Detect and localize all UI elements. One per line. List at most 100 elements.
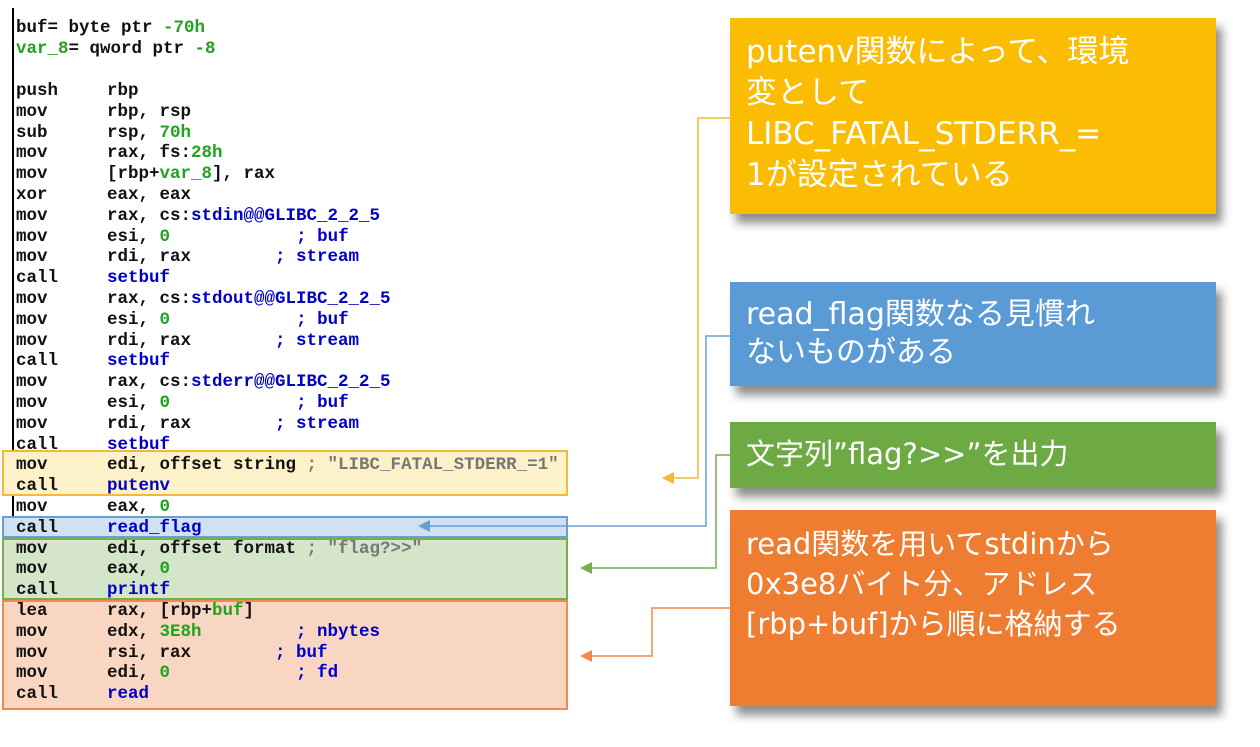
instruction-mnemonic: push [16,81,59,101]
instruction-mnemonic: call [16,684,59,705]
instruction-operand: eax, eax [107,184,192,205]
instruction-operand: setbuf [107,351,171,372]
instruction-operand: ; stream [275,413,360,434]
instruction-line: mov esi, 0 ; buf [16,227,559,248]
instruction-operand: 0 [159,309,171,330]
callout-putenv: putenv関数によって、環境 変として LIBC_FATAL_STDERR_=… [730,18,1216,214]
instruction-operand: rsi, rax [107,642,276,663]
instruction-line: xor eax, eax [16,185,559,206]
instruction-mnemonic: mov [16,642,48,663]
asm-token: -70h [163,18,206,38]
instruction-mnemonic: mov [16,455,48,476]
asm-token: var_8 [16,38,69,59]
instruction-operand [202,622,297,642]
instruction-operand: setbuf [107,434,171,455]
instruction-operand: string [233,455,297,476]
instruction-mnemonic: mov [16,496,48,517]
instruction-mnemonic: call [16,476,59,497]
instruction-operand: rdi, rax [107,413,276,434]
instruction-mnemonic: lea [16,600,48,621]
instruction-mnemonic: mov [16,288,48,309]
function-boundary-line [12,8,14,708]
instruction-operand: format [233,538,297,559]
instruction-mnemonic: mov [16,330,48,351]
instruction-operand [170,227,296,247]
instruction-operand: buf [212,600,244,621]
instruction-operand: [rbp+ [107,164,160,185]
instruction-operand: 28h [191,143,223,164]
instruction-mnemonic: mov [16,621,48,642]
instruction-operand: rax, cs: [107,288,192,309]
callout-read: read関数を用いてstdinから 0x3e8バイト分、アドレス [rbp+bu… [730,510,1216,706]
instruction-operand: rax, [rbp+ [107,600,213,621]
instruction-operand: rax, fs: [107,143,192,164]
instruction-line: mov rbp, rsp [16,102,559,123]
arrow-putenv-connector [662,117,730,484]
instruction-operand: edi, offset [107,455,234,476]
instruction-line: call setbuf [16,435,559,456]
callout-read-flag-line: read_flag関数なる見慣れ [746,297,1095,332]
instruction-operand: ; buf [296,309,349,330]
instruction-operand: 0 [159,559,171,580]
instruction-operand [170,393,296,413]
instruction-mnemonic: xor [16,184,48,205]
instruction-operand: edx, [107,621,160,642]
instruction-mnemonic: call [16,517,59,538]
instruction-operand: 0 [159,226,171,247]
instruction-operand: stdin@@GLIBC_2_2_5 [191,205,381,226]
instruction-operand: esi, [107,226,160,247]
instruction-operand: rsp, [107,122,160,143]
instruction-mnemonic: mov [16,538,48,559]
callout-printf: 文字列”flag?>>”を出力 [730,422,1216,488]
instruction-mnemonic: mov [16,226,48,247]
instruction-line: mov[rbp+var_8], rax [16,164,559,185]
callout-putenv-line: 変として [746,75,870,111]
callout-read-line: [rbp+buf]から順に格納する [746,607,1121,641]
instruction-operand: edi, offset [107,538,234,559]
instruction-operand [170,310,296,330]
instruction-operand: ; fd [296,663,339,684]
instruction-operand: var_8 [159,164,213,185]
arrow-printf-connector [580,454,730,574]
callout-read-flag: read_flag関数なる見慣れ ないものがある [730,282,1216,386]
instruction-operand: 0 [159,392,171,413]
instruction-mnemonic: mov [16,372,48,393]
instruction-mnemonic: call [16,268,59,289]
instruction-operand: rbp, rsp [107,101,192,122]
instruction-mnemonic: mov [16,164,48,185]
instruction-line: mov rdi, rax ; stream [16,414,559,435]
callout-printf-line: 文字列”flag?>>”を出力 [746,437,1069,471]
instruction-mnemonic: mov [16,101,48,122]
instruction-operand: read_flag [107,517,202,538]
instruction-mnemonic: call [16,434,59,455]
instruction-mnemonic: call [16,580,59,601]
instruction-mnemonic: mov [16,247,48,268]
instruction-mnemonic: mov [16,663,48,684]
instruction-operand: stderr@@GLIBC_2_2_5 [191,372,391,393]
asm-token: buf= byte ptr [16,18,164,38]
instruction-operand: ; buf [296,226,349,247]
declaration-line: var_8= qword ptr -8 [16,39,216,60]
instruction-operand: read [107,684,150,705]
instruction-operand: 0 [159,496,171,517]
instruction-operand: 0 [159,663,171,684]
instruction-line: call read_flag [16,518,559,539]
instruction-mnemonic: mov [16,413,48,434]
callout-putenv-line: putenv関数によって、環境 [746,34,1130,70]
instruction-operand: rdi, rax [107,247,276,268]
callout-putenv-line: LIBC_FATAL_STDERR_= [746,116,1102,152]
